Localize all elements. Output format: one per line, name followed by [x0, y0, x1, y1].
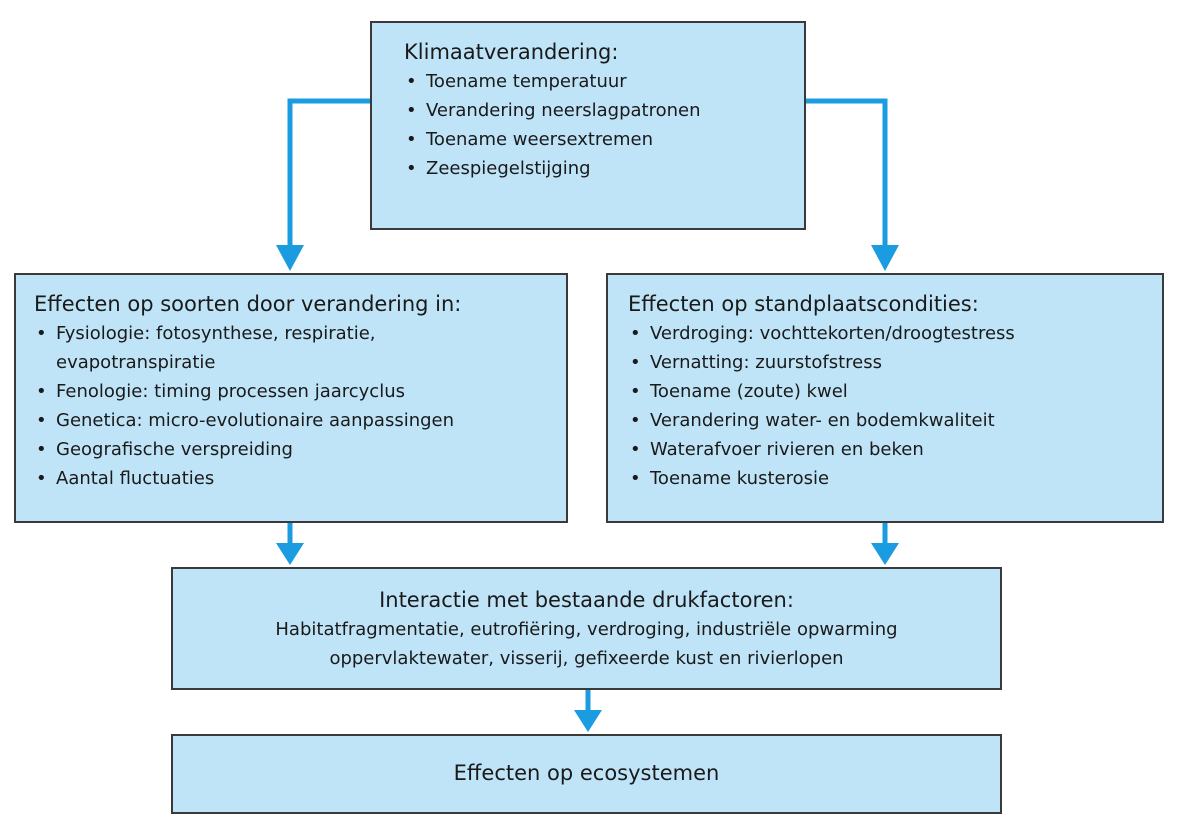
list-item: Toename weersextremen: [404, 125, 804, 154]
arrow-climate-to-species: [287, 98, 370, 247]
list-item: Waterafvoer rivieren en beken: [628, 435, 1162, 464]
list-item: Toename (zoute) kwel: [628, 377, 1162, 406]
arrowhead: [276, 245, 304, 271]
site-conditions-list: Verdroging: vochttekorten/droogtestress …: [628, 319, 1162, 493]
list-item: Genetica: micro-evolutionaire aanpassing…: [34, 406, 566, 435]
climate-change-list: Toename temperatuur Verandering neerslag…: [404, 67, 804, 183]
arrowhead: [871, 543, 899, 565]
ecosystem-effects-box: Effecten op ecosystemen: [171, 734, 1002, 814]
site-conditions-title: Effecten op standplaatscondities:: [628, 292, 979, 316]
climate-change-title: Klimaatverandering:: [404, 40, 619, 64]
list-item: Verdroging: vochttekorten/droogtestress: [628, 319, 1162, 348]
arrowhead: [574, 710, 602, 732]
species-effects-box: Effecten op soorten door verandering in:…: [14, 273, 568, 523]
species-effects-list: Fysiologie: fotosynthese, respiratie, eva…: [34, 319, 566, 493]
list-item: Fenologie: timing processen jaarcyclus: [34, 377, 566, 406]
list-item: Aantal fluctuaties: [34, 464, 566, 493]
list-item-text: Fysiologie: fotosynthese, respiratie,: [56, 323, 376, 344]
list-item: Toename temperatuur: [404, 67, 804, 96]
species-effects-title: Effecten op soorten door verandering in:: [34, 292, 462, 316]
list-item: Vernatting: zuurstofstress: [628, 348, 1162, 377]
list-item: Verandering water- en bodemkwaliteit: [628, 406, 1162, 435]
site-conditions-box: Effecten op standplaatscondities: Verdro…: [606, 273, 1164, 523]
list-item: Toename kusterosie: [628, 464, 1162, 493]
ecosystem-effects-title: Effecten op ecosystemen: [453, 761, 720, 785]
arrow-climate-to-site: [806, 98, 888, 247]
list-item: Geografische verspreiding: [34, 435, 566, 464]
interaction-line-2: oppervlaktewater, visserij, gefixeerde k…: [329, 648, 844, 669]
climate-change-box: Klimaatverandering: Toename temperatuur …: [370, 21, 806, 230]
arrowhead: [276, 543, 304, 565]
list-item: Zeespiegelstijging: [404, 154, 804, 183]
interaction-title: Interactie met bestaande drukfactoren:: [379, 588, 794, 612]
interaction-box: Interactie met bestaande drukfactoren: H…: [171, 567, 1002, 690]
list-item: Fysiologie: fotosynthese, respiratie, eva…: [34, 319, 566, 377]
list-item-continuation: evapotranspiratie: [56, 352, 216, 373]
interaction-line-1: Habitatfragmentatie, eutrofiëring, verdr…: [275, 619, 898, 640]
list-item: Verandering neerslagpatronen: [404, 96, 804, 125]
arrowhead: [871, 245, 899, 271]
